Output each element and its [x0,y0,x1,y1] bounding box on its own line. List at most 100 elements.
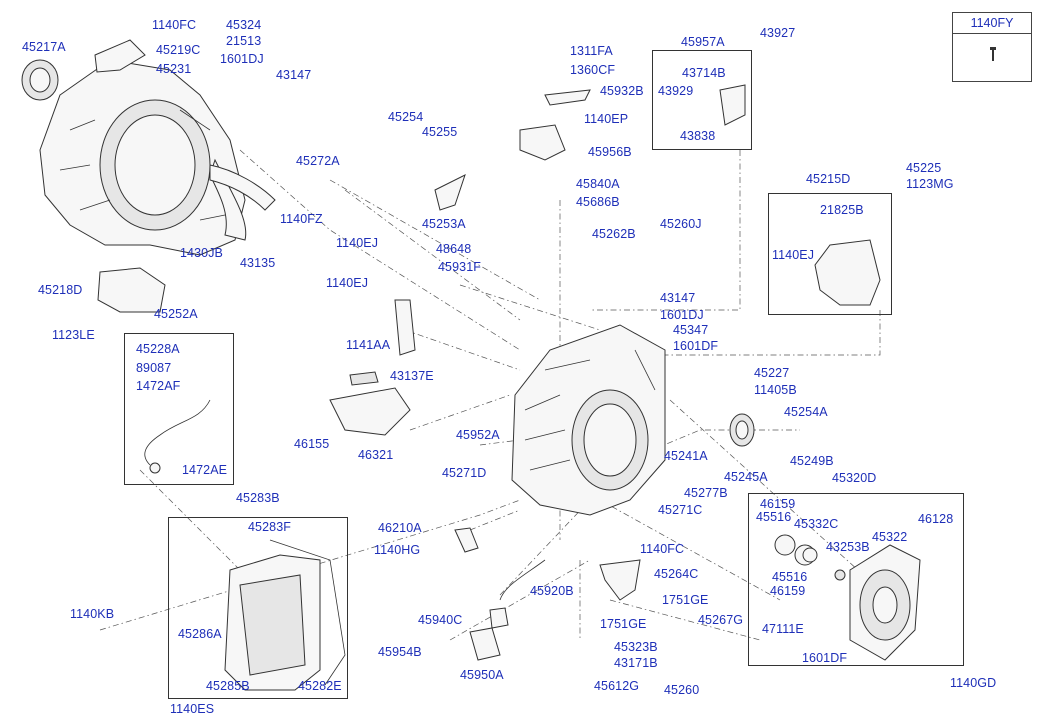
part-label-1141aa: 1141AA [346,338,391,352]
part-label-45272a: 45272A [296,154,340,168]
part-label-45285b: 45285B [206,679,250,693]
part-label-43135: 43135 [240,256,276,270]
part-label-46128: 46128 [918,512,954,526]
part-label-45225: 45225 [906,161,942,175]
part-label-1140ej: 1140EJ [326,276,369,290]
part-label-45241a: 45241A [664,449,708,463]
part-label-45254a: 45254A [784,405,828,419]
part-label-45957a: 45957A [681,35,725,49]
part-label-45215d: 45215D [806,172,851,186]
part-label-45228a: 45228A [136,342,180,356]
group-box-45283B [168,517,348,699]
part-label-45219c: 45219C [156,43,201,57]
lever-45932B [544,89,591,106]
part-label-45277b: 45277B [684,486,728,500]
part-label-1140fz: 1140FZ [280,212,323,226]
part-label-1472af: 1472AF [136,379,181,393]
part-label-45956b: 45956B [588,145,632,159]
part-label-1140ep: 1140EP [584,112,629,126]
part-label-1140ej: 1140EJ [336,236,379,250]
part-label-45324: 45324 [226,18,262,32]
part-label-45282e: 45282E [298,679,342,693]
part-label-45283f: 45283F [248,520,291,534]
part-label-43714b: 43714B [682,66,726,80]
part-label-45227: 45227 [754,366,790,380]
part-label-1430jb: 1430JB [180,246,223,260]
part-label-1140fc: 1140FC [152,18,197,32]
part-label-45516: 45516 [772,570,808,584]
part-label-45218d: 45218D [38,283,83,297]
part-label-45271c: 45271C [658,503,703,517]
part-label-46155: 46155 [294,437,330,451]
part-label-21513: 21513 [226,34,262,48]
breather-hose [144,399,211,466]
side-cover [849,544,921,661]
legend-title: 1140FY [953,13,1031,34]
lever-43929 [719,84,746,126]
lever-45253A [434,174,466,211]
part-label-45231: 45231 [156,62,192,76]
part-label-43137e: 43137E [390,369,434,383]
part-label-45254: 45254 [388,110,424,124]
part-label-1472ae: 1472AE [182,463,228,477]
part-label-45271d: 45271D [442,466,487,480]
part-label-45347: 45347 [673,323,709,337]
part-label-48648: 48648 [436,242,472,256]
part-label-1123mg: 1123MG [906,177,954,191]
oil-pan [224,539,346,691]
part-label-1751ge: 1751GE [662,593,709,607]
plate-43137E [394,299,416,356]
legend-box: 1140FY [952,12,1032,82]
part-label-45267g: 45267G [698,613,744,627]
part-label-45954b: 45954B [378,645,422,659]
part-label-45322: 45322 [872,530,908,544]
pipe-45264C [599,559,641,601]
part-label-43838: 43838 [680,129,716,143]
part-label-43929: 43929 [658,84,694,98]
part-label-45217a: 45217A [22,40,66,54]
part-label-1601df: 1601DF [673,339,719,353]
part-label-45950a: 45950A [460,668,504,682]
part-label-1601dj: 1601DJ [220,52,264,66]
part-label-45516: 45516 [756,510,792,524]
part-label-45264c: 45264C [654,567,699,581]
part-label-46159: 46159 [760,497,796,511]
part-label-45612g: 45612G [594,679,640,693]
part-label-45255: 45255 [422,125,458,139]
part-label-45262b: 45262B [592,227,636,241]
part-label-89087: 89087 [136,361,172,375]
bracket-45219C [94,39,146,73]
part-label-47111e: 47111E [762,622,804,636]
group-box-45320D [748,493,964,666]
bolt-icon [990,47,996,61]
part-label-43927: 43927 [760,26,796,40]
part-label-45952a: 45952A [456,428,500,442]
group-box-45957A [652,50,752,150]
part-label-45249b: 45249B [790,454,834,468]
reference-lines [99,149,881,641]
part-label-1140es: 1140ES [170,702,215,716]
part-label-11405b: 11405B [754,383,797,397]
part-label-45920b: 45920B [530,584,574,598]
part-label-45245a: 45245A [724,470,768,484]
part-label-45323b: 45323B [614,640,658,654]
part-label-46321: 46321 [358,448,394,462]
part-label-1311fa: 1311FA [570,44,613,58]
part-label-45253a: 45253A [422,217,466,231]
part-label-1140ej: 1140EJ [772,248,815,262]
group-box-45215D [768,193,892,315]
group-box-45252A [124,333,234,485]
part-label-21825b: 21825B [820,203,864,217]
part-label-43253b: 43253B [826,540,870,554]
bracket-45218D [97,267,166,313]
part-label-45286a: 45286A [178,627,222,641]
part-label-1601df: 1601DF [802,651,848,665]
speed-sensor [519,124,566,161]
part-label-45332c: 45332C [794,517,839,531]
part-label-45931f: 45931F [438,260,481,274]
part-label-1751ge: 1751GE [600,617,647,631]
part-label-1140kb: 1140KB [70,607,115,621]
part-label-45840a: 45840A [576,177,620,191]
part-label-43147: 43147 [276,68,312,82]
part-label-45283b: 45283B [236,491,280,505]
